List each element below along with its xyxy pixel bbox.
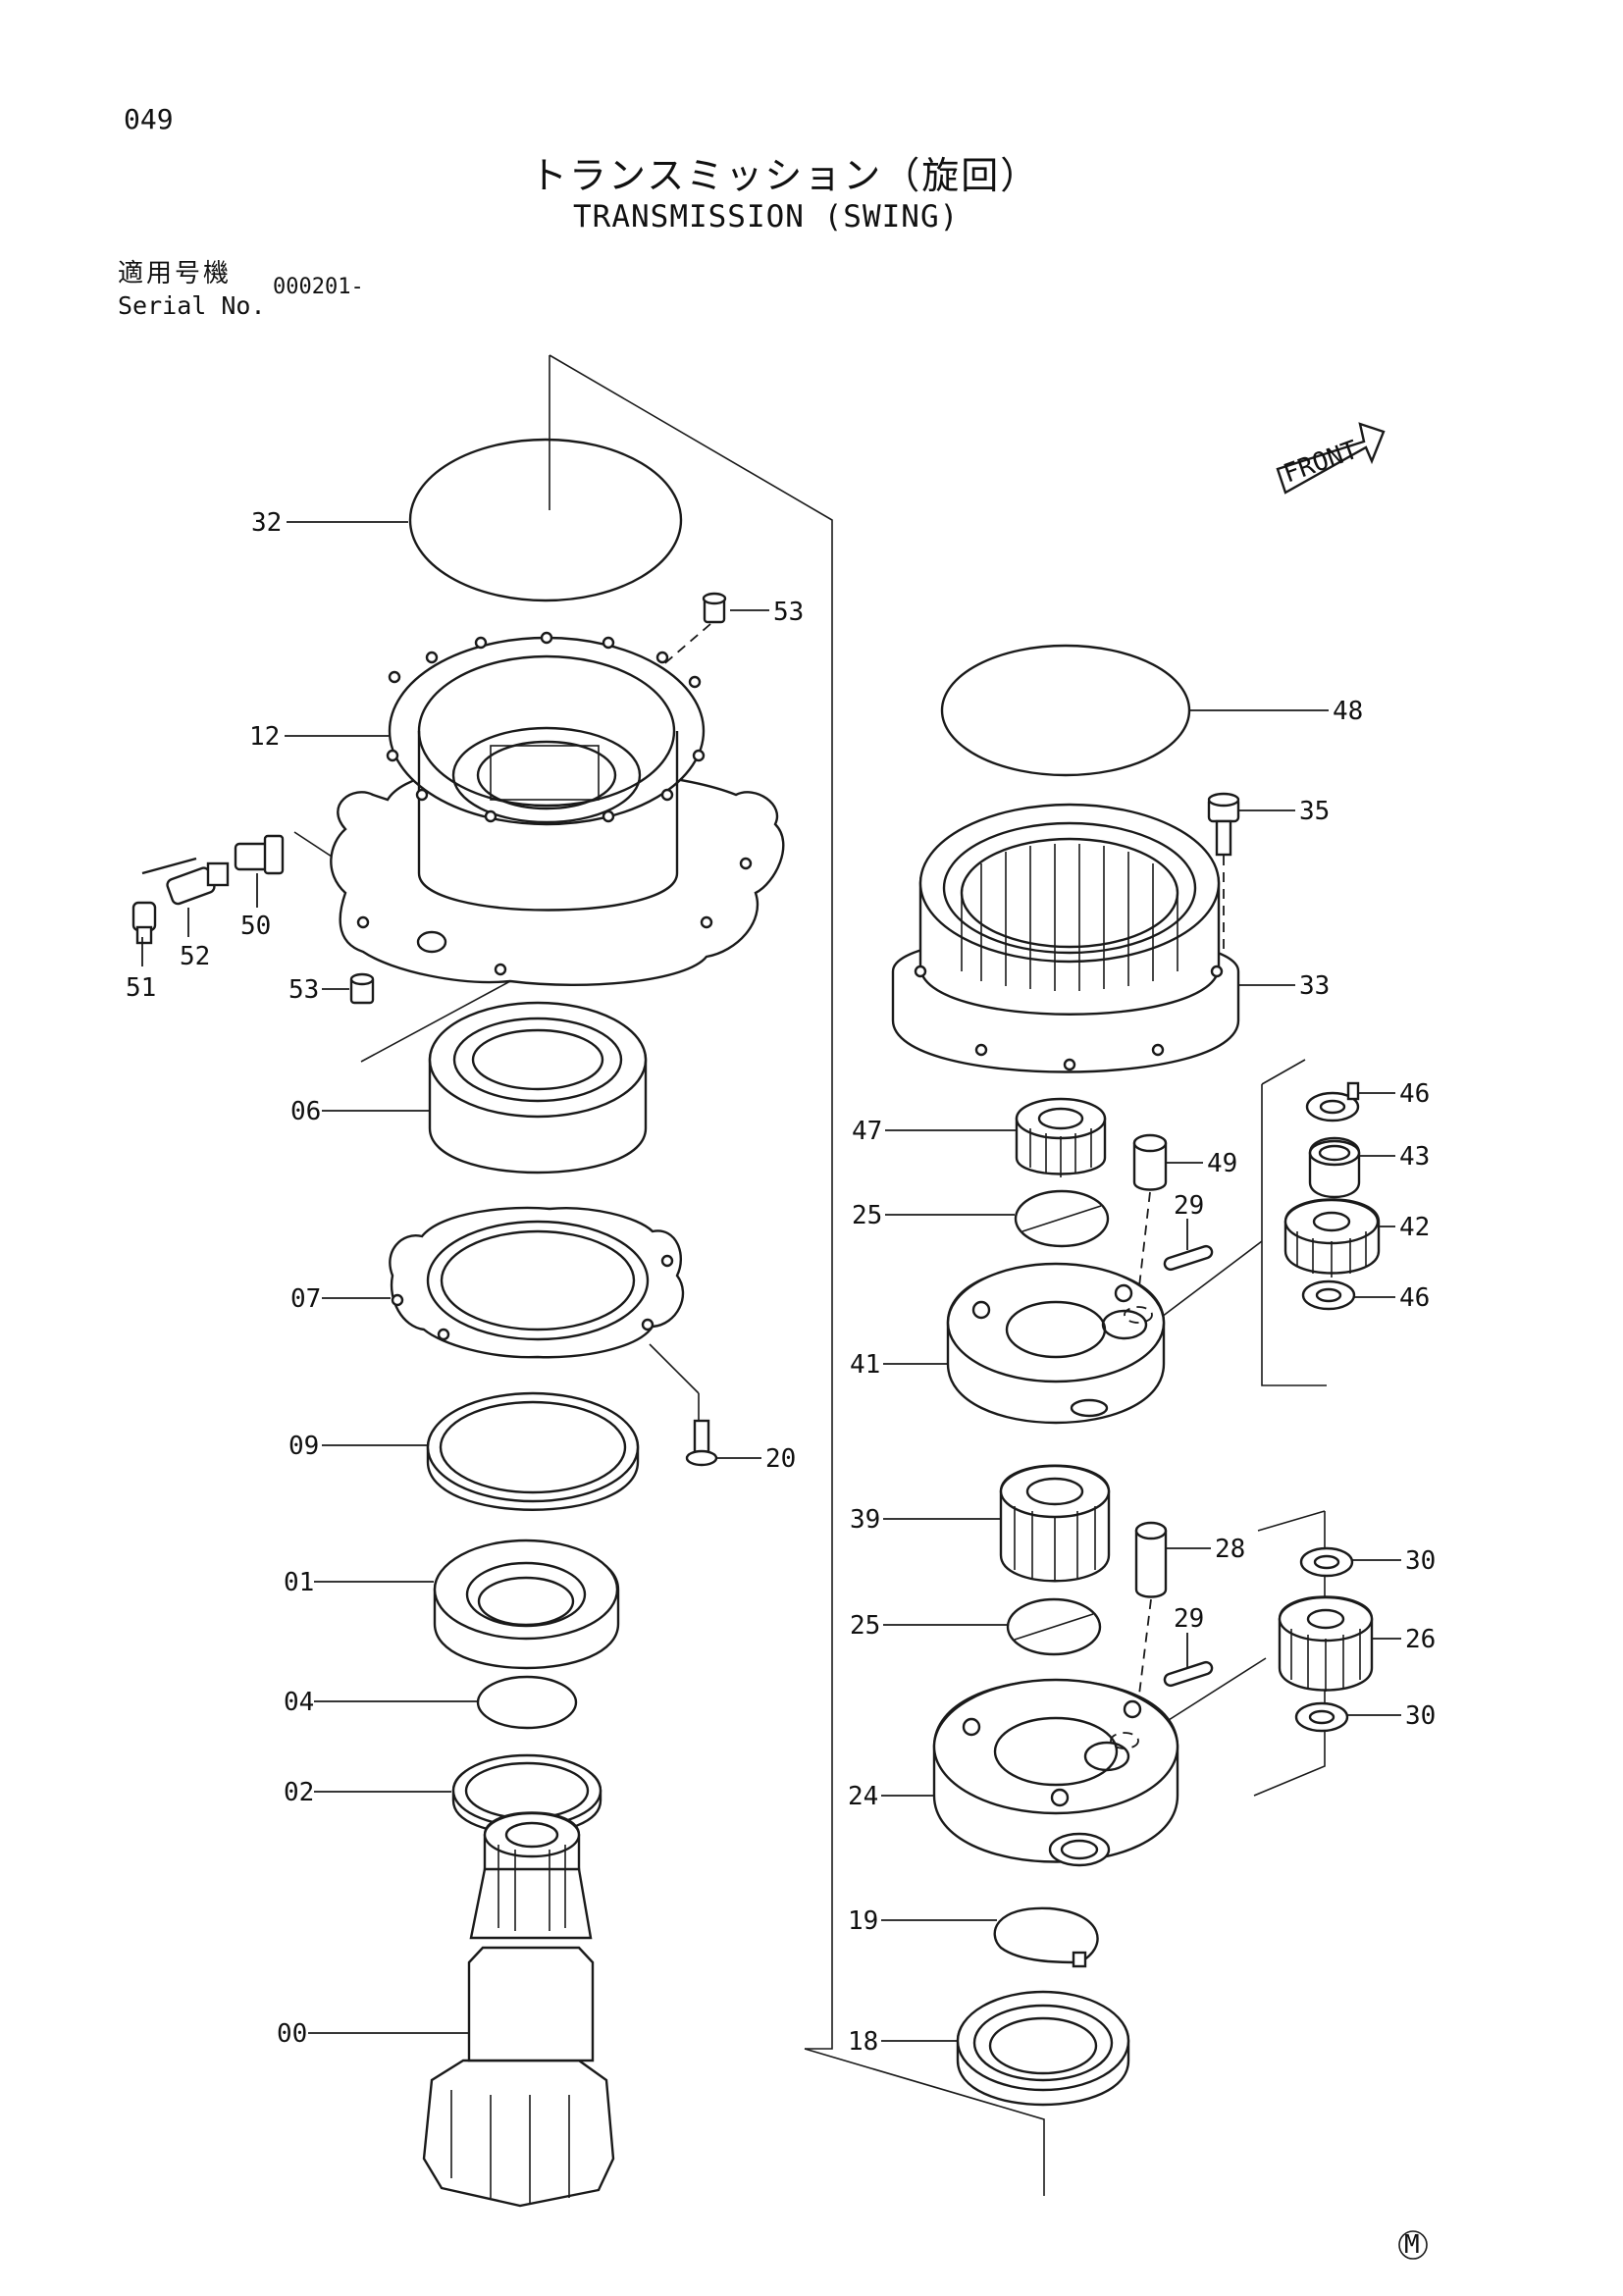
label-part-29-upper: 29 (1174, 1191, 1204, 1221)
label-part-46-lower: 46 (1399, 1283, 1430, 1313)
part-labels: 32 53 12 52 50 51 53 06 07 20 09 01 04 0… (126, 508, 1436, 2057)
part-29-spring-pin-upper (1163, 1244, 1214, 1272)
leader-lines (141, 521, 1401, 2042)
label-part-43: 43 (1399, 1142, 1430, 1172)
front-direction-arrow: FRONT (1276, 422, 1386, 495)
label-part-35: 35 (1299, 797, 1330, 826)
part-46-thrust-washer-upper (1305, 1081, 1360, 1122)
label-part-25-lower: 25 (850, 1611, 880, 1641)
label-part-12: 12 (249, 722, 280, 752)
serial-label-english: Serial No. (118, 291, 266, 320)
label-part-53-lower: 53 (288, 975, 319, 1005)
label-part-07: 07 (290, 1284, 321, 1314)
label-part-30-lower: 30 (1405, 1701, 1436, 1731)
label-part-48: 48 (1333, 697, 1363, 726)
label-part-28: 28 (1215, 1535, 1245, 1564)
front-arrow-label: FRONT (1280, 435, 1362, 489)
corner-mark-label: M (1404, 2230, 1420, 2260)
label-part-01: 01 (284, 1568, 314, 1597)
serial-label-japanese: 適用号機 (118, 259, 233, 288)
label-part-29-lower: 29 (1174, 1604, 1204, 1634)
part-43-needle-bearing (1308, 1136, 1361, 1199)
part-20-bolt (685, 1419, 718, 1467)
part-07-cover (389, 1206, 685, 1359)
label-part-51: 51 (126, 973, 156, 1003)
part-02-ring (451, 1753, 602, 1835)
label-part-52: 52 (180, 942, 210, 971)
label-part-20: 20 (765, 1444, 796, 1474)
label-part-50: 50 (240, 912, 271, 941)
part-49-pin (1132, 1133, 1168, 1296)
part-42-planet-gear (1283, 1198, 1381, 1278)
label-part-53-top: 53 (773, 598, 804, 627)
part-41-carrier (946, 1262, 1166, 1425)
part-28-pin (1134, 1521, 1168, 1703)
part-12-housing (330, 631, 785, 987)
part-51-plug (131, 901, 157, 945)
label-part-04: 04 (284, 1688, 314, 1717)
part-09-seal (426, 1391, 640, 1511)
part-30-thrust-washer-upper (1299, 1546, 1354, 1578)
part-04-o-ring (476, 1675, 578, 1730)
part-06-bearing (428, 1001, 648, 1174)
part-01-bearing (433, 1539, 620, 1670)
label-part-09: 09 (288, 1432, 319, 1461)
part-30-thrust-washer-lower (1294, 1701, 1349, 1733)
part-25-plate-lower (1006, 1597, 1102, 1656)
label-part-25-upper: 25 (852, 1201, 882, 1230)
part-52-valve (141, 857, 230, 906)
label-part-33: 33 (1299, 971, 1330, 1001)
diagram-title-english: TRANSMISSION (SWING) (573, 199, 960, 235)
part-33-ring-gear (891, 803, 1240, 1073)
part-00-shaft (422, 1811, 615, 2208)
page-number: 049 (124, 103, 174, 135)
part-32-o-ring (408, 438, 683, 602)
part-48-o-ring (940, 644, 1191, 777)
label-part-46-upper: 46 (1399, 1079, 1430, 1109)
part-25-plate-upper (1014, 1189, 1110, 1248)
label-part-24: 24 (848, 1782, 878, 1811)
part-46-thrust-washer-lower (1301, 1279, 1356, 1311)
part-26-planet-gear (1278, 1595, 1374, 1692)
label-part-02: 02 (284, 1778, 314, 1807)
label-part-06: 06 (290, 1097, 321, 1126)
label-part-30-upper: 30 (1405, 1546, 1436, 1576)
part-53-plug-lower (349, 972, 375, 1005)
part-35-bolt (1207, 792, 1240, 971)
label-part-32: 32 (251, 508, 282, 538)
label-part-42: 42 (1399, 1213, 1430, 1242)
part-24-carrier (932, 1678, 1179, 1867)
label-part-47: 47 (852, 1117, 882, 1146)
part-39-sun-gear (999, 1464, 1111, 1583)
part-29-spring-pin-lower (1163, 1660, 1214, 1688)
label-part-26: 26 (1405, 1625, 1436, 1654)
part-47-sun-gear (1015, 1097, 1107, 1177)
label-part-39: 39 (850, 1505, 880, 1535)
corner-mark: M (1398, 2230, 1428, 2260)
label-part-41: 41 (850, 1350, 880, 1380)
part-50-nipple (234, 834, 285, 875)
label-part-19: 19 (848, 1906, 878, 1936)
part-19-snap-ring (993, 1906, 1099, 1968)
label-part-49: 49 (1207, 1149, 1237, 1178)
serial-number-value: 000201- (273, 275, 364, 299)
label-part-18: 18 (848, 2027, 878, 2057)
part-18-bearing (956, 1990, 1130, 2107)
label-part-00: 00 (277, 2019, 307, 2049)
diagram-title-japanese: トランスミッション（旋回） (530, 154, 1040, 197)
